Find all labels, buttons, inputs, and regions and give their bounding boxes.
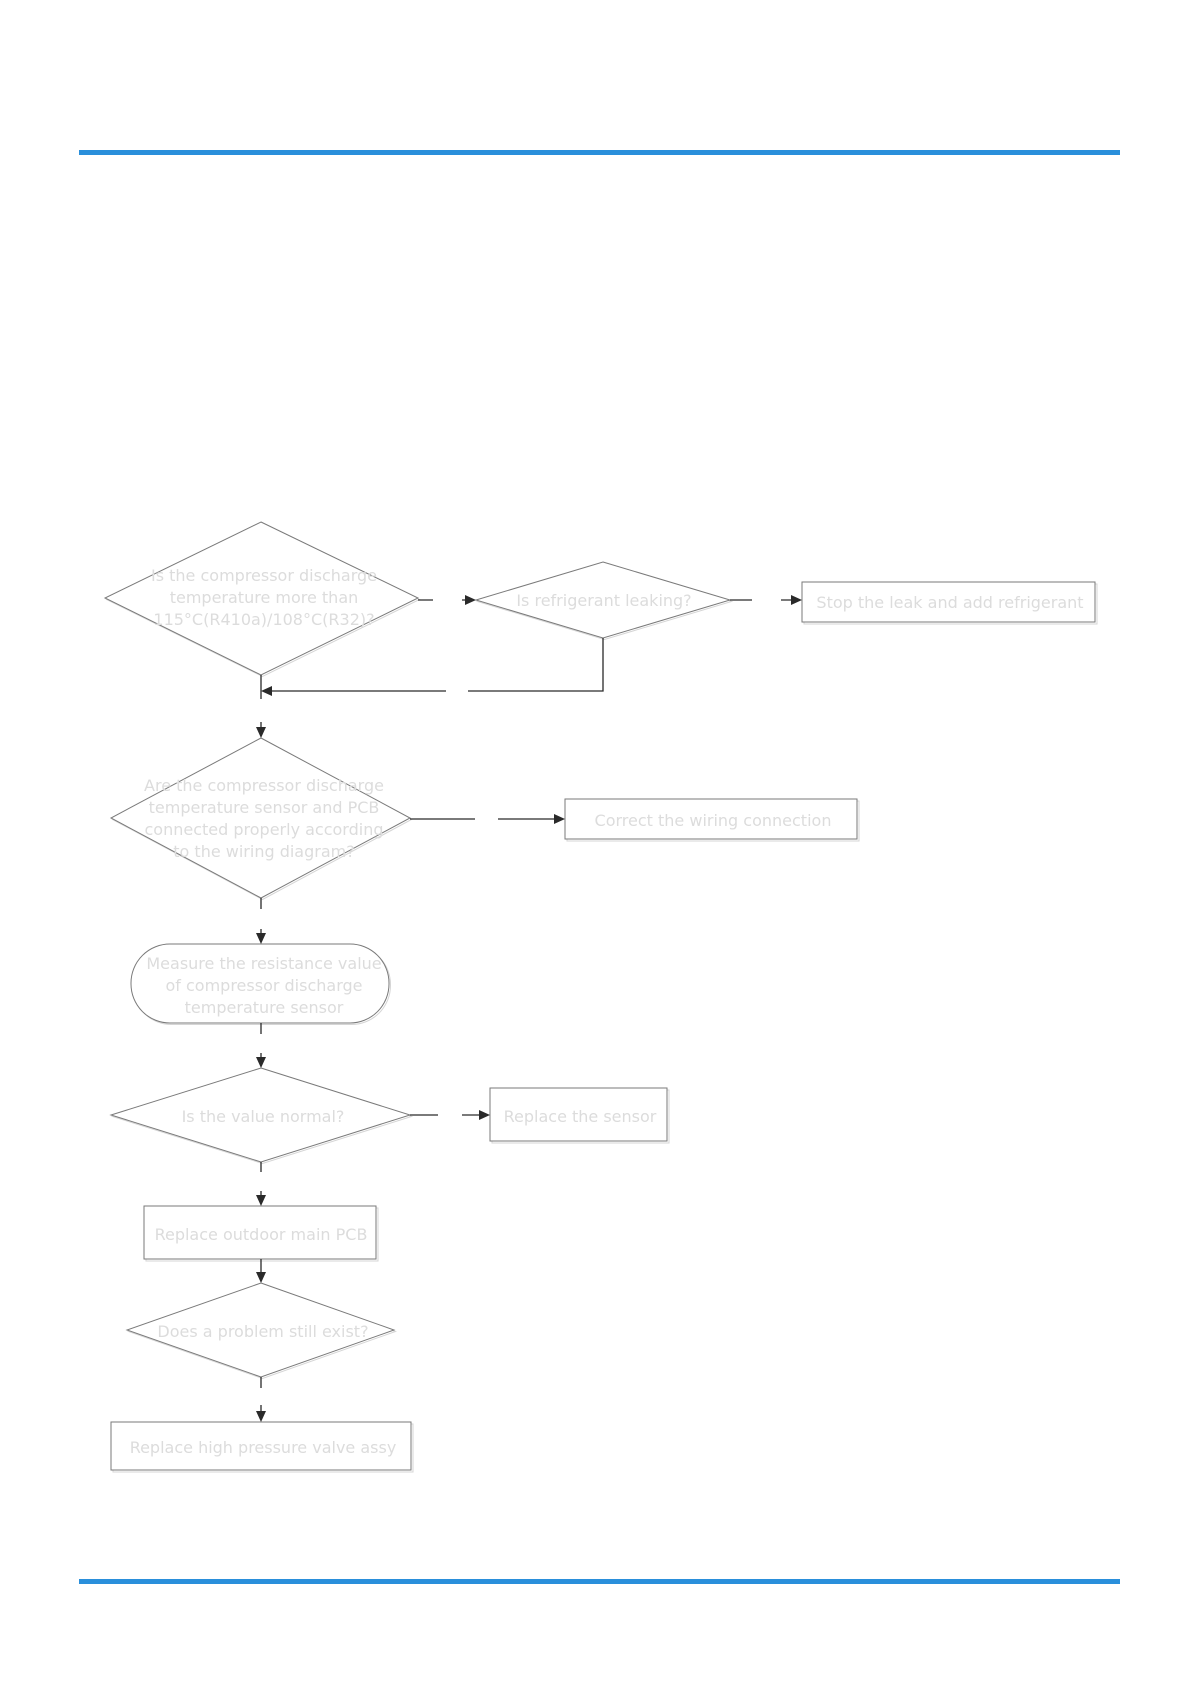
header-rule xyxy=(79,150,1120,155)
label-line: Replace outdoor main PCB xyxy=(155,1225,368,1244)
action-replace-valve: Replace high pressure valve assy xyxy=(110,1421,414,1473)
label-line: Is the value normal? xyxy=(182,1107,345,1126)
label-line: to the wiring diagram? xyxy=(173,842,354,861)
arrowhead xyxy=(256,1272,266,1283)
label-line: Is the compressor discharge xyxy=(151,566,377,585)
decision-problem-exists-label: Does a problem still exist? xyxy=(157,1322,368,1341)
action-replace-pcb-label: Replace outdoor main PCB xyxy=(155,1225,368,1244)
label-line: Correct the wiring connection xyxy=(595,811,832,830)
label-line: Replace high pressure valve assy xyxy=(130,1438,397,1457)
action-replace-sensor: Replace the sensor xyxy=(489,1087,670,1144)
label-line: Measure the resistance value xyxy=(146,954,381,973)
connector-leak-return xyxy=(272,638,604,692)
arrowhead xyxy=(261,686,272,696)
action-stop-leak: Stop the leak and add refrigerant xyxy=(801,581,1098,625)
label-line: Is refrigerant leaking? xyxy=(516,591,691,610)
arrowhead xyxy=(256,1195,266,1206)
label-line: Are the compressor discharge xyxy=(144,776,384,795)
action-stop-leak-label: Stop the leak and add refrigerant xyxy=(816,593,1083,612)
label-line: Replace the sensor xyxy=(504,1107,657,1126)
arrowhead xyxy=(256,727,266,738)
connectors xyxy=(256,595,802,1422)
process-measure-resistance-label: Measure the resistance value of compresso… xyxy=(146,954,381,1017)
label-line: temperature sensor and PCB xyxy=(149,798,380,817)
footer-rule xyxy=(79,1579,1120,1584)
decision-discharge-temperature-label: Is the compressor discharge temperature m… xyxy=(151,566,377,629)
decision-value-normal-label: Is the value normal? xyxy=(182,1107,345,1126)
label-line: connected properly according xyxy=(145,820,384,839)
action-replace-sensor-label: Replace the sensor xyxy=(504,1107,657,1126)
action-correct-wiring-label: Correct the wiring connection xyxy=(595,811,832,830)
decision-wiring-connection-label: Are the compressor discharge temperature … xyxy=(144,776,384,861)
action-correct-wiring: Correct the wiring connection xyxy=(564,798,860,842)
arrowhead xyxy=(479,1110,490,1120)
arrowhead xyxy=(256,933,266,944)
label-line: temperature more than xyxy=(170,588,359,607)
label-line: Stop the leak and add refrigerant xyxy=(816,593,1083,612)
decision-refrigerant-leaking-label: Is refrigerant leaking? xyxy=(516,591,691,610)
arrowhead xyxy=(256,1057,266,1068)
decision-wiring-connection: Are the compressor discharge temperature … xyxy=(109,737,413,901)
decision-refrigerant-leaking: Is refrigerant leaking? xyxy=(474,561,734,641)
action-replace-pcb: Replace outdoor main PCB xyxy=(143,1205,379,1262)
label-line: 115°C(R410a)/108°C(R32)? xyxy=(153,610,374,629)
decision-value-normal: Is the value normal? xyxy=(109,1067,414,1165)
decision-problem-exists: Does a problem still exist? xyxy=(125,1282,398,1380)
arrowhead xyxy=(465,595,476,605)
label-line: Does a problem still exist? xyxy=(157,1322,368,1341)
label-line: of compressor discharge xyxy=(165,976,362,995)
arrowhead xyxy=(554,814,565,824)
arrowhead xyxy=(256,1411,266,1422)
decision-discharge-temperature: Is the compressor discharge temperature m… xyxy=(103,521,421,678)
arrowhead xyxy=(791,595,802,605)
action-replace-valve-label: Replace high pressure valve assy xyxy=(130,1438,397,1457)
process-measure-resistance: Measure the resistance value of compresso… xyxy=(130,943,391,1025)
label-line: temperature sensor xyxy=(185,998,344,1017)
